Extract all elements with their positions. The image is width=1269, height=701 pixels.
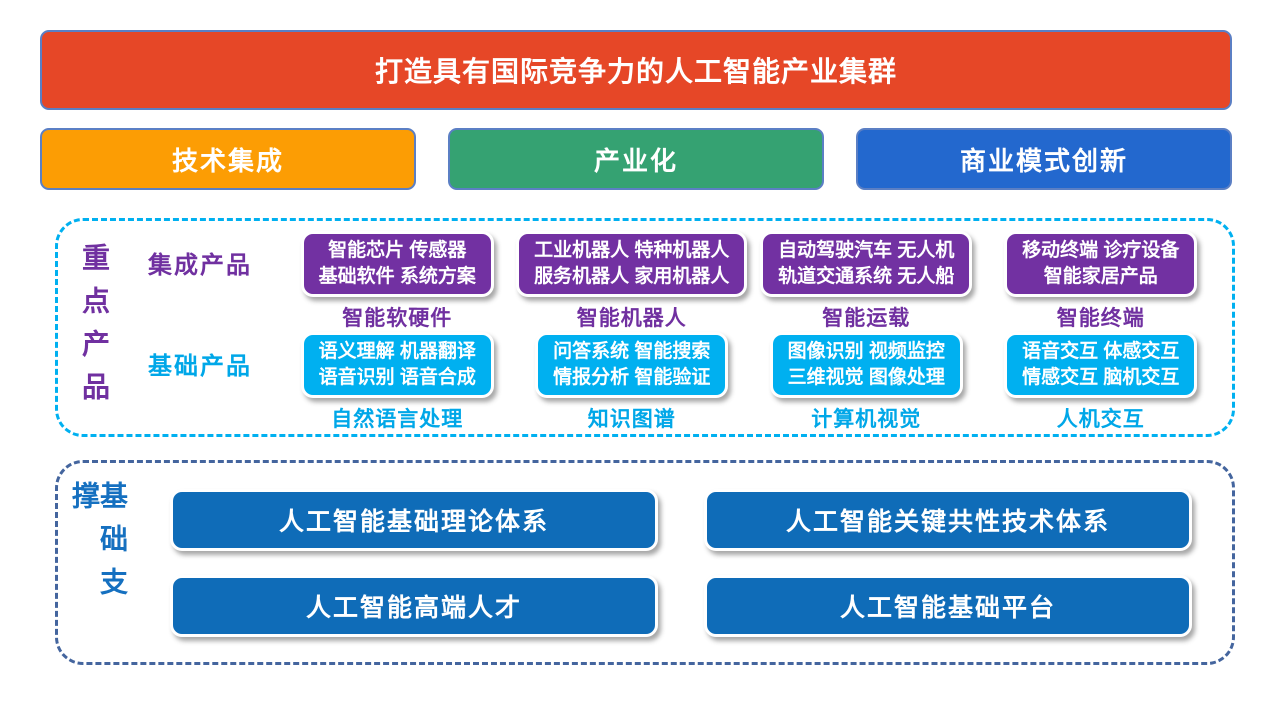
product-box: 语义理解 机器翻译 语音识别 语音合成 <box>300 332 494 398</box>
integrated-products-row-label: 集成产品 <box>148 251 252 279</box>
product-caption: 智能软硬件 <box>342 307 453 330</box>
key-products-side-label: 重点产品 <box>79 242 110 415</box>
pillar-label: 商业模式创新 <box>959 145 1128 176</box>
foundation-grid: 人工智能基础理论体系 人工智能关键共性技术体系 人工智能高端人才 人工智能基础平… <box>170 481 1192 644</box>
product-caption: 智能机器人 <box>576 307 687 330</box>
product-group-smart-terminals: 移动终端 诊疗设备 智能家居产品 智能终端 <box>984 231 1219 332</box>
product-group-knowledge-graph: 问答系统 智能搜索 情报分析 智能验证 知识图谱 <box>515 332 750 433</box>
pillar-row: 技术集成 产业化 商业模式创新 <box>40 128 1232 190</box>
product-box: 问答系统 智能搜索 情报分析 智能验证 <box>535 332 729 398</box>
pillar-label: 产业化 <box>593 145 678 176</box>
product-caption: 自然语言处理 <box>331 408 464 431</box>
pillar-technology-integration: 技术集成 <box>40 128 416 190</box>
integrated-products-row: 集成产品 智能芯片 传感器 基础软件 系统方案 智能软硬件 工业机器人 特种机器… <box>120 231 1218 332</box>
basic-products-row: 基础产品 语义理解 机器翻译 语音识别 语音合成 自然语言处理 问答系统 智能搜… <box>120 332 1218 433</box>
product-caption: 人机交互 <box>1056 408 1145 431</box>
foundation-box-key-common-tech: 人工智能关键共性技术体系 <box>704 488 1192 551</box>
basic-products-row-label: 基础产品 <box>148 352 252 380</box>
product-box: 语音交互 体感交互 情感交互 脑机交互 <box>1004 332 1198 398</box>
product-box: 自动驾驶汽车 无人机 轨道交通系统 无人船 <box>760 231 973 297</box>
product-box: 图像识别 视频监控 三维视觉 图像处理 <box>769 332 963 398</box>
title-banner: 打造具有国际竞争力的人工智能产业集群 <box>40 30 1232 110</box>
product-group-human-computer-interaction: 语音交互 体感交互 情感交互 脑机交互 人机交互 <box>984 332 1219 433</box>
product-box: 工业机器人 特种机器人 服务机器人 家用机器人 <box>516 231 748 297</box>
product-group-smart-hardware-software: 智能芯片 传感器 基础软件 系统方案 智能软硬件 <box>280 231 515 332</box>
product-group-computer-vision: 图像识别 视频监控 三维视觉 图像处理 计算机视觉 <box>749 332 984 433</box>
product-caption: 智能运载 <box>822 307 911 330</box>
foundation-section: 基础支撑 人工智能基础理论体系 人工智能关键共性技术体系 人工智能高端人才 人工… <box>55 460 1235 665</box>
pillar-business-model-innovation: 商业模式创新 <box>856 128 1232 190</box>
title-banner-text: 打造具有国际竞争力的人工智能产业集群 <box>374 56 897 87</box>
product-group-smart-transport: 自动驾驶汽车 无人机 轨道交通系统 无人船 智能运载 <box>749 231 984 332</box>
foundation-box-high-end-talent: 人工智能高端人才 <box>170 574 658 637</box>
product-caption: 知识图谱 <box>587 408 676 431</box>
foundation-box-basic-theory: 人工智能基础理论体系 <box>170 488 658 551</box>
product-box: 移动终端 诊疗设备 智能家居产品 <box>1004 231 1198 297</box>
product-group-smart-robots: 工业机器人 特种机器人 服务机器人 家用机器人 智能机器人 <box>515 231 750 332</box>
key-products-section: 重点产品 集成产品 智能芯片 传感器 基础软件 系统方案 智能软硬件 工业机器人… <box>55 218 1235 437</box>
pillar-industrialization: 产业化 <box>448 128 824 190</box>
foundation-box-basic-platform: 人工智能基础平台 <box>704 574 1192 637</box>
product-box: 智能芯片 传感器 基础软件 系统方案 <box>300 231 494 297</box>
product-caption: 智能终端 <box>1056 307 1145 330</box>
foundation-side-label: 基础支撑 <box>69 481 128 610</box>
product-caption: 计算机视觉 <box>811 408 922 431</box>
key-products-rows: 集成产品 智能芯片 传感器 基础软件 系统方案 智能软硬件 工业机器人 特种机器… <box>120 231 1218 431</box>
pillar-label: 技术集成 <box>171 145 284 176</box>
product-group-nlp: 语义理解 机器翻译 语音识别 语音合成 自然语言处理 <box>280 332 515 433</box>
